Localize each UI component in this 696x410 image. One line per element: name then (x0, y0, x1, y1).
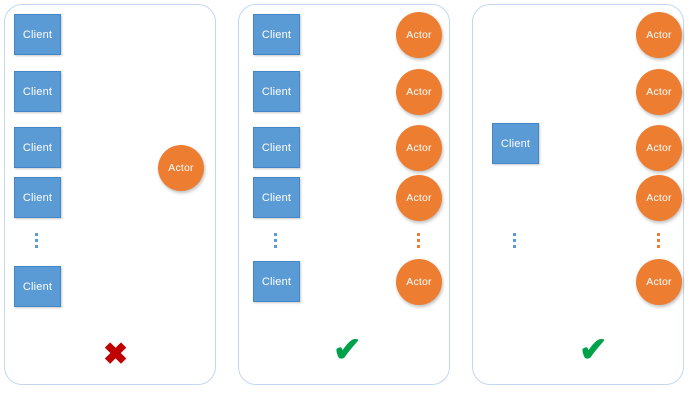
client-node[interactable]: Client (253, 261, 300, 302)
client-label: Client (261, 85, 292, 98)
actor-label: Actor (646, 142, 672, 154)
actor-label: Actor (406, 29, 432, 41)
panel-many-clients-one-actor: Client Client Client Client Client Actor… (4, 4, 216, 385)
client-node[interactable]: Client (14, 177, 61, 218)
actor-node[interactable]: Actor (396, 175, 442, 221)
client-label: Client (22, 191, 53, 204)
client-ellipsis-icon (513, 233, 516, 248)
actor-node[interactable]: Actor (636, 259, 682, 305)
panel-one-client-one-actor-each: Client Client Client Client Client Actor… (238, 4, 450, 385)
client-node[interactable]: Client (14, 14, 61, 55)
actor-label: Actor (406, 276, 432, 288)
client-label: Client (500, 137, 531, 150)
client-label: Client (22, 280, 53, 293)
actor-node[interactable]: Actor (396, 12, 442, 58)
actor-ellipsis-icon (417, 233, 420, 248)
client-label: Client (261, 275, 292, 288)
client-node[interactable]: Client (253, 127, 300, 168)
actor-label: Actor (406, 86, 432, 98)
client-label: Client (261, 28, 292, 41)
client-node[interactable]: Client (14, 127, 61, 168)
client-node[interactable]: Client (14, 71, 61, 112)
verdict-check-icon: ✔ (579, 331, 608, 369)
client-node[interactable]: Client (14, 266, 61, 307)
client-label: Client (261, 191, 292, 204)
actor-ellipsis-icon (657, 233, 660, 248)
actor-label: Actor (646, 192, 672, 204)
actor-label: Actor (168, 162, 194, 174)
actor-label: Actor (406, 192, 432, 204)
client-ellipsis-icon (35, 233, 38, 248)
actor-node[interactable]: Actor (636, 175, 682, 221)
actor-node[interactable]: Actor (636, 69, 682, 115)
client-label: Client (22, 85, 53, 98)
actor-node[interactable]: Actor (636, 12, 682, 58)
actor-node[interactable]: Actor (158, 145, 204, 191)
client-label: Client (22, 28, 53, 41)
actor-node[interactable]: Actor (396, 125, 442, 171)
client-node[interactable]: Client (492, 123, 539, 164)
verdict-cross-icon: ✖ (103, 338, 129, 371)
actor-label: Actor (646, 276, 672, 288)
client-ellipsis-icon (274, 233, 277, 248)
client-node[interactable]: Client (253, 71, 300, 112)
actor-node[interactable]: Actor (396, 259, 442, 305)
actor-node[interactable]: Actor (396, 69, 442, 115)
actor-label: Actor (646, 86, 672, 98)
client-label: Client (22, 141, 53, 154)
verdict-check-icon: ✔ (333, 331, 362, 369)
client-node[interactable]: Client (253, 14, 300, 55)
client-node[interactable]: Client (253, 177, 300, 218)
actor-label: Actor (646, 29, 672, 41)
client-label: Client (261, 141, 292, 154)
panel-one-client-many-actors: Client Actor Actor Actor Actor Actor ✔ (472, 4, 684, 385)
actor-label: Actor (406, 142, 432, 154)
actor-node[interactable]: Actor (636, 125, 682, 171)
